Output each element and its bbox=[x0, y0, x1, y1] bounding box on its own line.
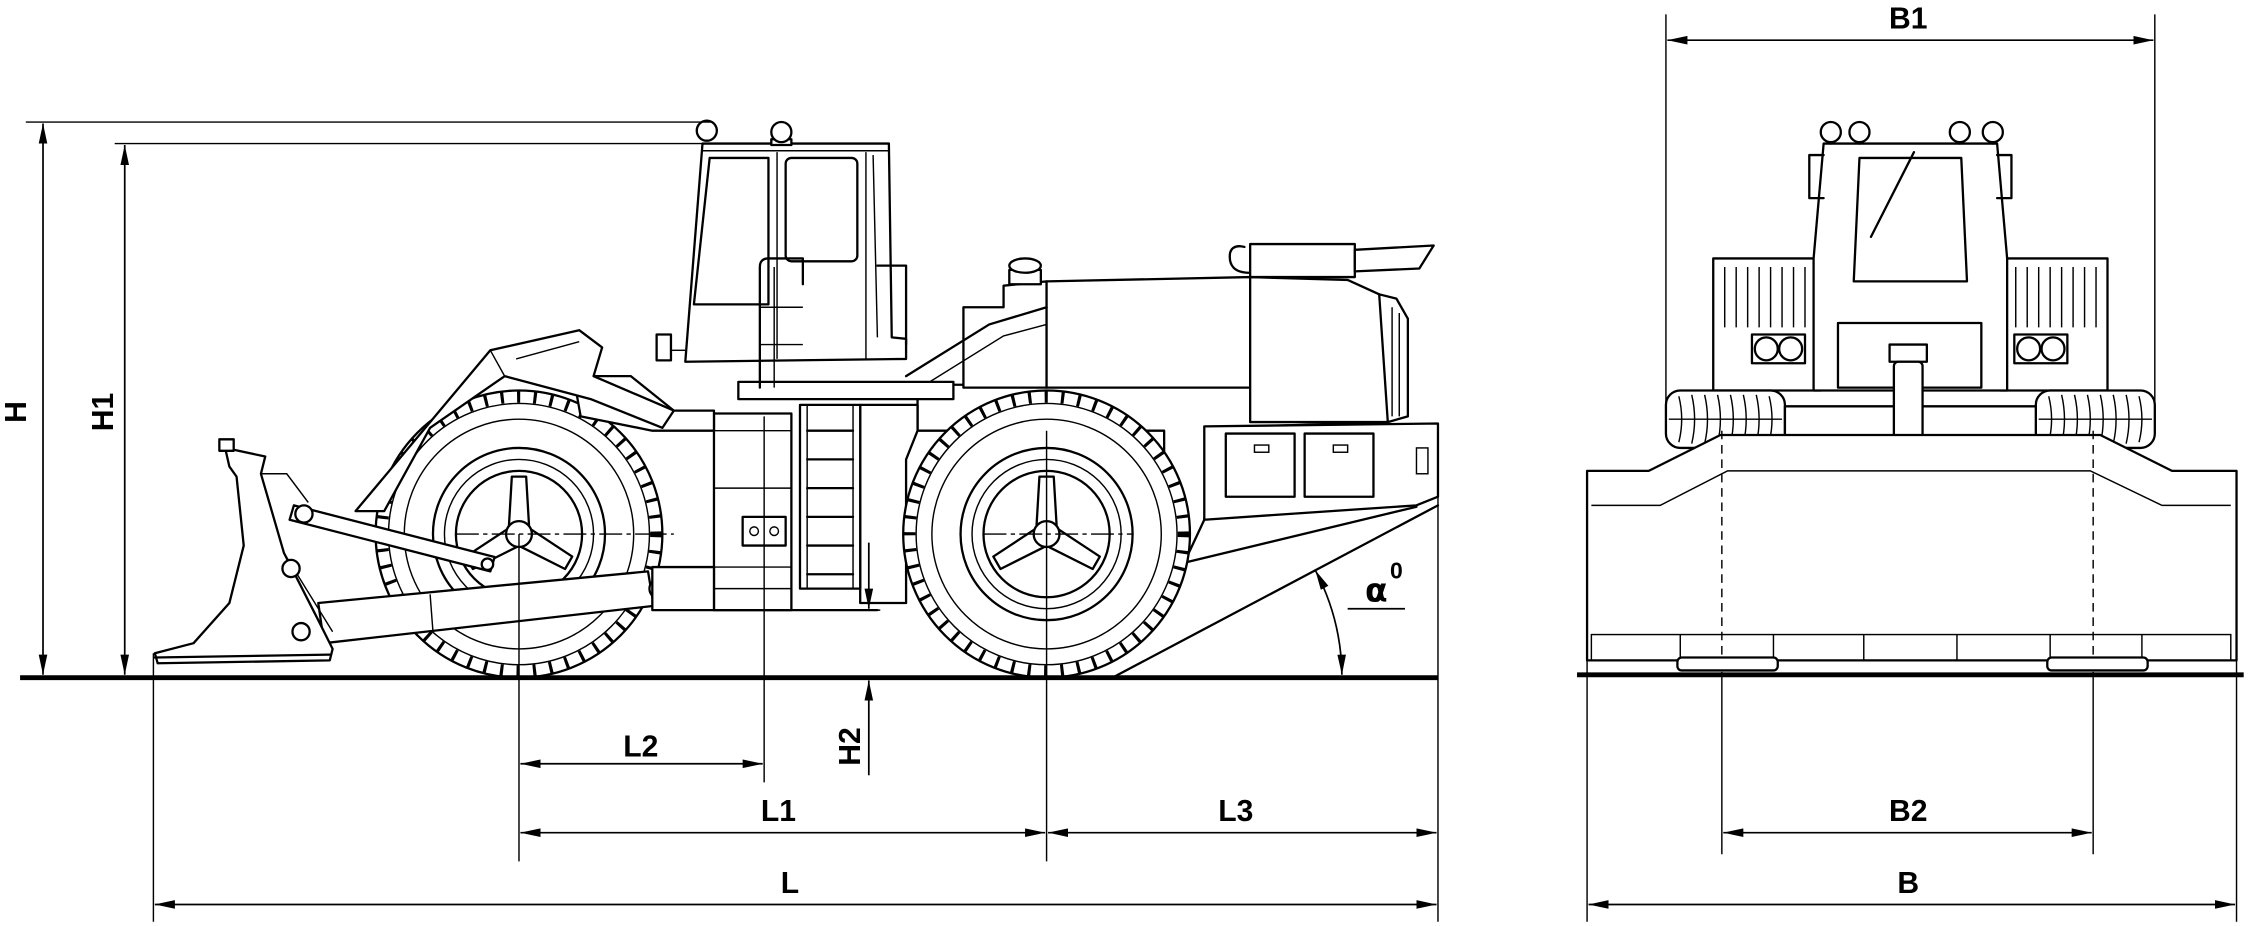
cab-deck bbox=[737, 380, 955, 401]
work-light-icon bbox=[770, 120, 793, 144]
muffler bbox=[1249, 242, 1356, 279]
exhaust-tailpipe bbox=[1353, 244, 1435, 273]
rear-tire-right-bottom bbox=[2046, 656, 2149, 672]
ladder bbox=[798, 403, 862, 590]
front-body bbox=[1712, 257, 2109, 392]
headlight-icon bbox=[2040, 336, 2066, 362]
articulation-section bbox=[712, 403, 919, 612]
blade-edge-row bbox=[1590, 633, 2232, 662]
lift-arm-detail bbox=[489, 340, 580, 377]
exhaust-bend bbox=[1228, 245, 1252, 274]
side-view bbox=[20, 119, 1440, 679]
cab-grab-rail bbox=[758, 257, 805, 389]
hood-main-section bbox=[1045, 275, 1252, 389]
left-grille bbox=[1723, 267, 1806, 328]
cab-door-window bbox=[784, 156, 859, 263]
blade-profile bbox=[153, 446, 334, 665]
cab-side-pipe bbox=[876, 264, 908, 346]
toolbox-right bbox=[1303, 432, 1375, 498]
blade-pivot bbox=[294, 504, 314, 524]
right-side-box bbox=[1998, 257, 2109, 392]
label-L2: L2 bbox=[623, 731, 658, 764]
work-light-icon bbox=[1848, 120, 1871, 144]
counterweight bbox=[1183, 422, 1440, 564]
center-cylinder-cap bbox=[1888, 343, 1929, 363]
work-light-icon bbox=[695, 119, 718, 142]
tilt-cylinder-pin bbox=[480, 557, 495, 572]
work-light-icon bbox=[1948, 120, 1972, 144]
articulation-lines bbox=[713, 429, 792, 590]
flange-bolt bbox=[749, 526, 760, 537]
left-cab-rail bbox=[1808, 153, 1825, 200]
dim-angle-arc bbox=[1314, 569, 1346, 675]
angle-line bbox=[1111, 504, 1440, 679]
cab-rear-pillar bbox=[872, 155, 879, 338]
engine-hood bbox=[904, 242, 1435, 424]
front-frame-block bbox=[651, 565, 716, 612]
flange-bolt bbox=[769, 526, 780, 537]
tilt-cylinder bbox=[288, 504, 496, 573]
rear-tire-left-bottom bbox=[1676, 656, 1779, 672]
label-L: L bbox=[781, 867, 799, 900]
blade-outline bbox=[1585, 433, 2238, 662]
extension-lines bbox=[25, 14, 2238, 922]
blade-cutting-edge bbox=[153, 653, 331, 659]
ladder-rails bbox=[806, 404, 854, 589]
push-cylinder-joint bbox=[429, 594, 434, 632]
right-grille bbox=[2015, 267, 2097, 328]
blade-face-line bbox=[1591, 470, 2231, 507]
cab-windshield bbox=[1852, 156, 1969, 283]
label-H1: H1 bbox=[87, 393, 120, 432]
label-B2: B2 bbox=[1889, 795, 1927, 828]
hood-rear-section bbox=[1249, 275, 1389, 424]
toolbox-handle bbox=[1332, 444, 1349, 453]
air-cleaner-cap bbox=[1008, 257, 1042, 274]
cab-front-window bbox=[692, 156, 770, 306]
front-view bbox=[1577, 120, 2244, 678]
rear-frame-post bbox=[859, 403, 919, 605]
wiper bbox=[1869, 151, 1916, 239]
blade-pivot bbox=[291, 621, 311, 642]
dimension-labels: H H1 H2 L2 L1 L3 L α 0 B1 B2 B bbox=[0, 3, 1927, 900]
toolbox-left bbox=[1224, 432, 1296, 498]
label-L3: L3 bbox=[1218, 795, 1253, 828]
label-angle-symbol: α bbox=[1365, 571, 1388, 610]
blade-pivot bbox=[281, 558, 301, 579]
cab bbox=[655, 119, 955, 401]
dimension-lines bbox=[38, 35, 2236, 909]
label-B1: B1 bbox=[1889, 3, 1927, 36]
rear-latch bbox=[1415, 447, 1429, 475]
front-frame bbox=[288, 329, 716, 645]
cab-door-frame bbox=[776, 152, 867, 359]
headlight-icon bbox=[2016, 336, 2042, 362]
blade-side bbox=[153, 438, 334, 665]
articulation-box bbox=[712, 412, 793, 612]
radiator-side bbox=[1378, 293, 1410, 424]
label-H2: H2 bbox=[834, 727, 867, 766]
cab-grab-rail-bars bbox=[759, 267, 803, 388]
blade-front bbox=[1585, 433, 2238, 672]
radiator-grille-lines bbox=[1391, 307, 1400, 417]
work-light-icon bbox=[1981, 120, 2004, 144]
headlight-icon bbox=[1753, 336, 1779, 362]
headlight-icon bbox=[1778, 336, 1804, 362]
label-H: H bbox=[0, 401, 33, 423]
label-angle-superscript: 0 bbox=[1390, 558, 1403, 584]
hood-front-section bbox=[962, 280, 1048, 389]
hood-handrail bbox=[904, 306, 1048, 378]
blade-lift-arm bbox=[354, 329, 675, 513]
blade-edge-segments bbox=[1679, 634, 2143, 661]
blade-top-tab bbox=[218, 438, 235, 452]
label-L1: L1 bbox=[761, 795, 796, 828]
work-light-icon bbox=[1819, 120, 1842, 144]
mirror-icon bbox=[655, 333, 673, 362]
ladder-rungs bbox=[806, 429, 855, 576]
label-B: B bbox=[1897, 867, 1919, 900]
toolbox-handle bbox=[1253, 444, 1270, 453]
rear-frame-bottom bbox=[1183, 505, 1418, 564]
hood-handrail-lower bbox=[920, 323, 1047, 389]
right-cab-rail bbox=[1995, 153, 2013, 200]
